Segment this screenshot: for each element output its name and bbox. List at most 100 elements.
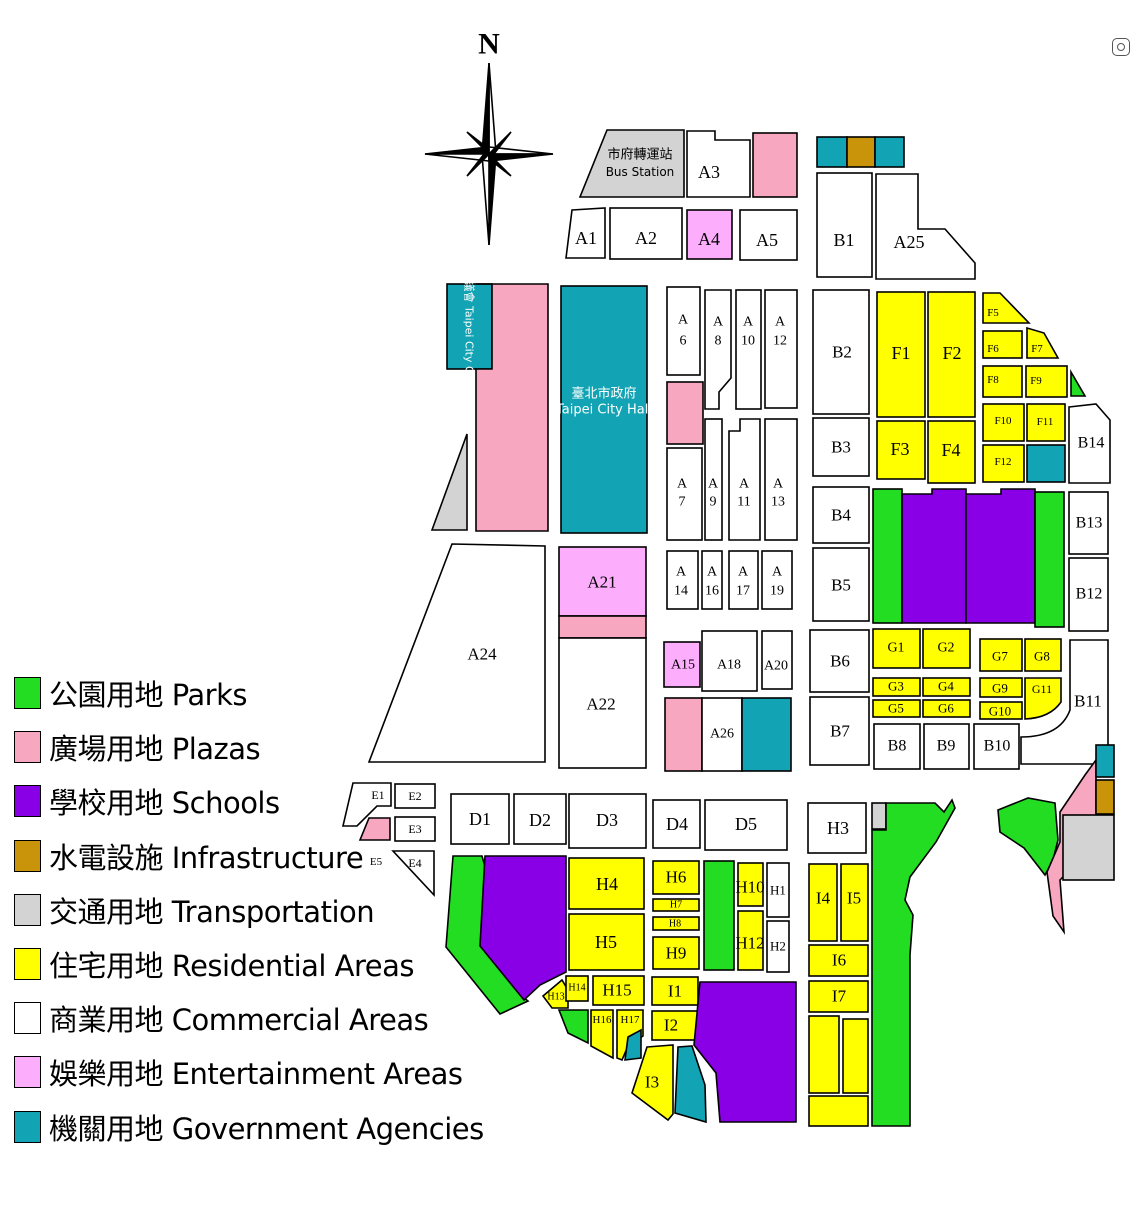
lot-label: 14 bbox=[674, 584, 688, 599]
residential-lot bbox=[922, 677, 971, 697]
plaza-lot bbox=[558, 615, 647, 639]
lot bbox=[652, 799, 701, 849]
lot bbox=[367, 543, 546, 763]
lot-label: A bbox=[677, 477, 688, 492]
residential-lot bbox=[872, 699, 921, 718]
lot-label: B12 bbox=[1076, 586, 1103, 603]
infrastructure-lot bbox=[1095, 779, 1115, 815]
lot bbox=[565, 207, 606, 259]
residential-lot bbox=[808, 1015, 840, 1094]
lot bbox=[391, 850, 435, 898]
lot bbox=[735, 289, 762, 410]
lot bbox=[812, 289, 870, 415]
school-lot bbox=[479, 855, 567, 1002]
lot-label: A24 bbox=[467, 645, 497, 664]
lot bbox=[450, 793, 510, 845]
lot bbox=[394, 783, 436, 809]
residential-lot bbox=[876, 291, 926, 418]
lot-label: A2 bbox=[635, 228, 657, 248]
legend-label: 住宅用地 Residential Areas bbox=[49, 949, 415, 984]
school-lot bbox=[965, 488, 1036, 624]
school-lot bbox=[693, 981, 797, 1123]
lot-label: I2 bbox=[664, 1016, 678, 1035]
plaza-lot bbox=[358, 817, 391, 841]
legend-label: 水電設施 Infrastructure bbox=[49, 840, 364, 875]
lot-label: A bbox=[707, 565, 718, 580]
lot-label: I6 bbox=[832, 951, 846, 970]
lot-label: A18 bbox=[717, 658, 741, 673]
residential-lot bbox=[590, 1009, 614, 1060]
screenshot-icon[interactable] bbox=[1112, 38, 1130, 56]
lot bbox=[812, 547, 870, 622]
residential-lot bbox=[979, 701, 1023, 720]
legend-swatch bbox=[14, 839, 41, 872]
compass-arrow bbox=[488, 152, 512, 177]
legend-swatch bbox=[14, 948, 41, 981]
lot-label: I7 bbox=[832, 987, 847, 1006]
residential-lot bbox=[568, 857, 645, 910]
lot bbox=[1068, 403, 1111, 484]
lot-label: E2 bbox=[408, 789, 421, 803]
lot bbox=[701, 550, 723, 610]
lot-label: 6 bbox=[680, 334, 687, 349]
lot-label: A bbox=[713, 315, 724, 330]
north-label: N bbox=[478, 28, 500, 61]
lot-label: A bbox=[739, 477, 750, 492]
lot-label: E4 bbox=[408, 856, 421, 870]
lot-label: 7 bbox=[679, 495, 686, 510]
lot-label: A21 bbox=[587, 573, 616, 592]
legend-swatch bbox=[14, 1002, 41, 1035]
residential-lot bbox=[982, 403, 1025, 442]
lot-label: G7 bbox=[992, 649, 1008, 664]
lot bbox=[704, 799, 788, 851]
lot bbox=[812, 486, 870, 544]
legend-item: 機關用地 Government Agencies bbox=[14, 1100, 484, 1154]
legend-label: 交通用地 Transportation bbox=[49, 894, 375, 929]
lot-label: H14 bbox=[568, 983, 585, 994]
lot bbox=[394, 816, 436, 842]
lot bbox=[666, 447, 703, 541]
park-lot bbox=[872, 488, 903, 624]
legend-item: 水電設施 Infrastructure bbox=[14, 829, 484, 883]
lot bbox=[764, 289, 798, 409]
residential-lot bbox=[1024, 677, 1062, 720]
lot bbox=[923, 723, 970, 770]
lot-label: H10 bbox=[735, 878, 764, 897]
lot-label: G2 bbox=[937, 641, 954, 656]
lot-label: D2 bbox=[529, 810, 551, 830]
school-lot bbox=[901, 488, 967, 624]
legend-item: 廣場用地 Plazas bbox=[14, 720, 484, 774]
legend-item: 交通用地 Transportation bbox=[14, 883, 484, 937]
lot bbox=[812, 417, 870, 477]
lot-label: G6 bbox=[938, 701, 954, 716]
lot bbox=[875, 173, 976, 280]
residential-lot bbox=[808, 944, 869, 977]
lot-label: D4 bbox=[666, 814, 688, 834]
residential-lot bbox=[982, 330, 1023, 359]
lot-label: H7 bbox=[670, 900, 682, 911]
lot bbox=[513, 793, 567, 845]
lot bbox=[666, 550, 699, 610]
lot bbox=[761, 550, 793, 610]
residential-lot bbox=[872, 677, 921, 697]
lot-label: 9 bbox=[710, 495, 717, 510]
lot-label: D3 bbox=[596, 810, 618, 830]
compass-arrow bbox=[488, 62, 497, 155]
lot-label: G10 bbox=[989, 704, 1011, 719]
park-lot bbox=[703, 860, 735, 971]
lot-label: H6 bbox=[666, 868, 687, 887]
residential-lot bbox=[1026, 326, 1060, 359]
lot-label: F12 bbox=[994, 456, 1011, 468]
lot-label: B5 bbox=[831, 576, 851, 595]
residential-lot bbox=[737, 862, 764, 907]
residential-lot bbox=[922, 628, 971, 669]
lot-label: B14 bbox=[1078, 435, 1105, 452]
legend-swatch bbox=[14, 677, 41, 710]
residential-lot bbox=[652, 860, 700, 895]
government-lot bbox=[1026, 444, 1066, 483]
compass-arrow bbox=[487, 131, 512, 155]
lot bbox=[766, 862, 790, 918]
lot-label: 10 bbox=[741, 334, 755, 349]
lot-label: B7 bbox=[830, 722, 850, 741]
